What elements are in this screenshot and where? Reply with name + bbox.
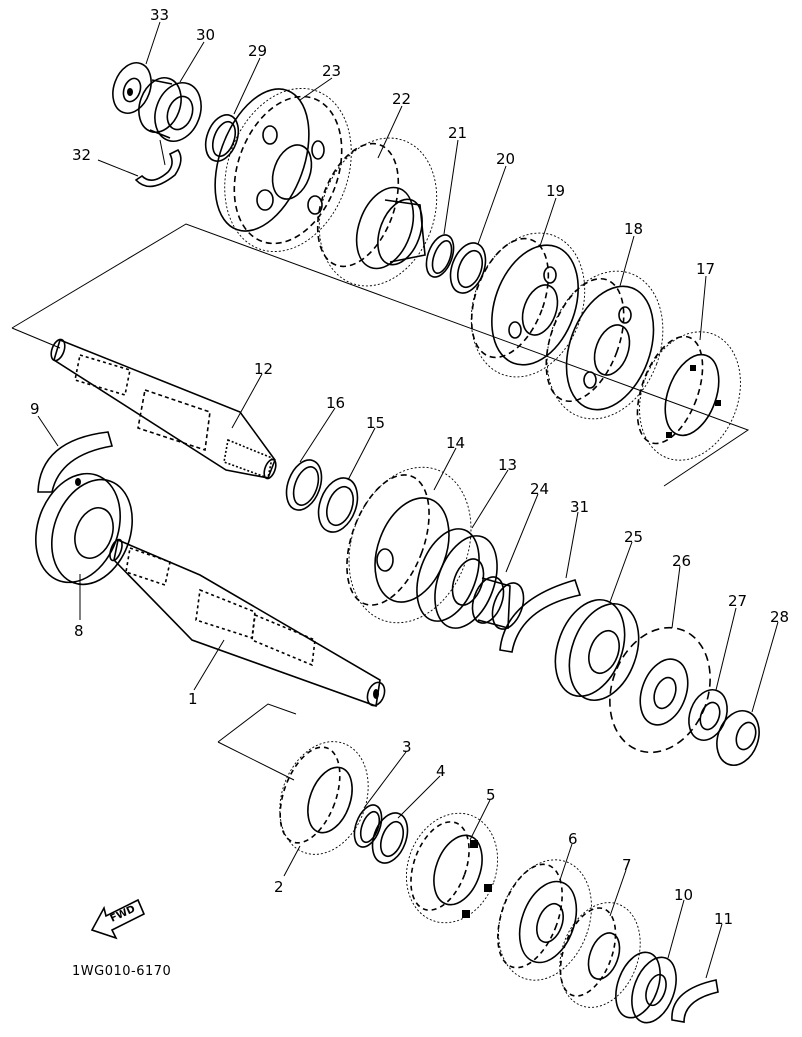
part-30-bearing <box>138 77 202 142</box>
callout-11: 11 <box>714 910 733 928</box>
callout-5: 5 <box>486 786 496 804</box>
part-5-gear <box>405 812 499 924</box>
part-25-oil-seal <box>554 598 640 702</box>
part-29-ring <box>204 114 240 162</box>
part-10-bearing <box>615 951 677 1024</box>
callout-10: 10 <box>674 886 693 904</box>
callout-30: 30 <box>196 26 215 44</box>
callout-33: 33 <box>150 6 169 24</box>
callout-15: 15 <box>366 414 385 432</box>
callout-labels: 33 30 29 23 22 21 20 19 18 17 32 12 16 1… <box>30 6 789 928</box>
part-1-drive-axle <box>109 538 386 708</box>
callout-14: 14 <box>446 434 465 452</box>
callout-1: 1 <box>188 690 198 708</box>
part-7-gear <box>559 902 641 1008</box>
part-16-circlip <box>285 459 323 511</box>
part-3-circlip <box>353 804 383 848</box>
callout-6: 6 <box>568 830 578 848</box>
part-33-washer <box>112 62 152 114</box>
callout-27: 27 <box>728 592 747 610</box>
part-4-washer <box>371 812 409 864</box>
callout-28: 28 <box>770 608 789 626</box>
callout-2: 2 <box>274 878 284 896</box>
callout-24: 24 <box>530 480 549 498</box>
part-11-clip <box>671 979 719 1023</box>
part-32-clip <box>134 139 182 188</box>
part-21-circlip <box>425 234 455 278</box>
callout-12: 12 <box>254 360 273 378</box>
lower-guide-lines <box>217 703 297 781</box>
part-17-gear <box>636 331 741 461</box>
callout-leaders <box>37 21 779 979</box>
upper-guide-lines <box>11 223 750 487</box>
callout-19: 19 <box>546 182 565 200</box>
part-19-gear <box>470 232 586 378</box>
part-code: 1WG010-6170 <box>72 964 171 979</box>
callout-9: 9 <box>30 400 40 418</box>
part-31-clip <box>499 579 582 653</box>
callout-32: 32 <box>72 146 91 164</box>
callout-25: 25 <box>624 528 643 546</box>
callout-4: 4 <box>436 762 446 780</box>
part-18-gear <box>545 270 664 420</box>
callout-31: 31 <box>570 498 589 516</box>
callout-20: 20 <box>496 150 515 168</box>
callout-17: 17 <box>696 260 715 278</box>
part-12-main-axle <box>50 338 277 480</box>
callout-3: 3 <box>402 738 412 756</box>
callout-18: 18 <box>624 220 643 238</box>
part-9-clip <box>37 431 114 493</box>
callout-26: 26 <box>672 552 691 570</box>
forward-arrow-icon: FWD <box>90 898 146 940</box>
callout-13: 13 <box>498 456 517 474</box>
part-23-gear <box>214 87 352 253</box>
part-13-bearing <box>416 528 498 629</box>
callout-23: 23 <box>322 62 341 80</box>
part-24-collar <box>471 576 525 630</box>
callout-22: 22 <box>392 90 411 108</box>
callout-7: 7 <box>622 856 632 874</box>
callout-29: 29 <box>248 42 267 60</box>
callout-16: 16 <box>326 394 345 412</box>
part-6-gear <box>497 859 592 981</box>
part-2-gear <box>279 741 369 855</box>
part-15-washer <box>317 477 359 533</box>
part-14-gear <box>346 466 472 624</box>
part-8-bearing <box>35 472 134 586</box>
part-28-nut <box>716 710 760 766</box>
callout-8: 8 <box>74 622 84 640</box>
part-22-gear <box>316 137 438 287</box>
callout-21: 21 <box>448 124 467 142</box>
